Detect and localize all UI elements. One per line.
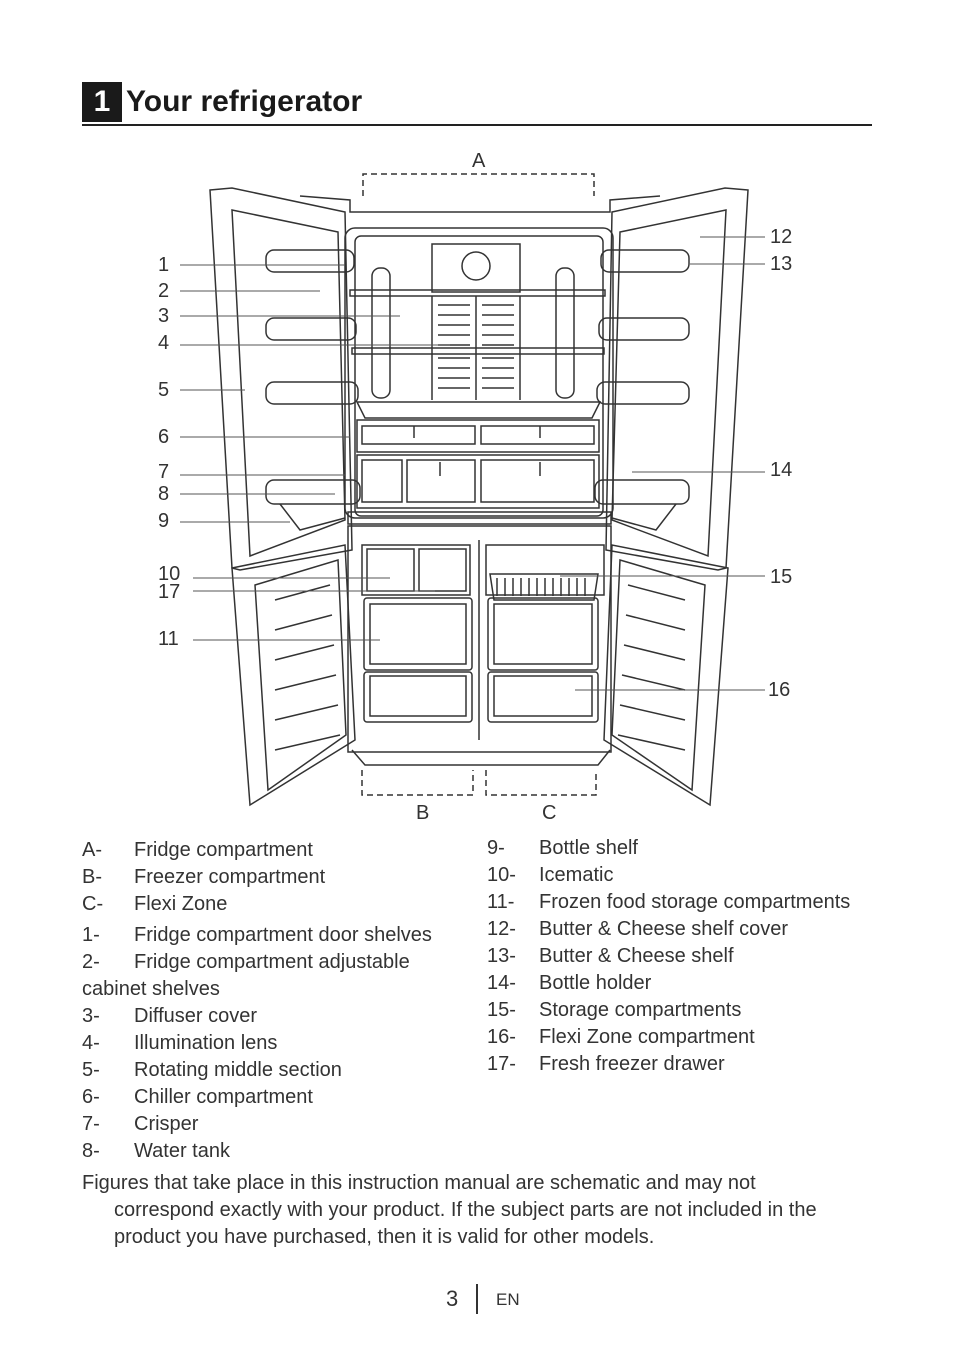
- callout-8: 8: [158, 483, 169, 505]
- legend-item: 16-Flexi Zone compartment: [487, 1026, 755, 1048]
- legend-item: 13-Butter & Cheese shelf: [487, 945, 734, 967]
- legend-item: 6-Chiller compartment: [82, 1086, 313, 1108]
- legend-item: 7-Crisper: [82, 1113, 199, 1135]
- label-b: B: [416, 802, 429, 824]
- callout-10: 10: [158, 563, 180, 585]
- legend-item: 15-Storage compartments: [487, 999, 742, 1021]
- callout-3: 3: [158, 305, 169, 327]
- page-footer: 3 EN: [0, 1284, 954, 1314]
- legend-item: 3-Diffuser cover: [82, 1005, 258, 1027]
- legend-item: 11-Frozen food storage compartments: [487, 891, 851, 913]
- note-line: Figures that take place in this instruct…: [82, 1172, 756, 1194]
- legend-item: A-Fridge compartment: [82, 839, 313, 861]
- legend-item-continued: cabinet shelves: [82, 978, 220, 1000]
- refrigerator-diagram: A B C 1 2 3 4 5 6 7 8 9 10 17 11 12 13 1…: [158, 150, 792, 824]
- note-line: product you have purchased, then it is v…: [114, 1226, 655, 1248]
- callout-2: 2: [158, 280, 169, 302]
- callout-12: 12: [770, 226, 792, 248]
- legend-item: 2-Fridge compartment adjustable: [82, 951, 410, 973]
- page-title: Your refrigerator: [126, 85, 363, 118]
- label-a: A: [472, 150, 486, 172]
- callout-5: 5: [158, 379, 169, 401]
- callout-7: 7: [158, 461, 169, 483]
- label-c: C: [542, 802, 556, 824]
- disclaimer-note: Figures that take place in this instruct…: [82, 1170, 872, 1251]
- page-number: 3: [446, 1286, 459, 1311]
- legend-item: 4-Illumination lens: [82, 1032, 278, 1054]
- legend-item: 8-Water tank: [82, 1140, 230, 1162]
- callout-13: 13: [770, 253, 792, 275]
- legend-item: 9-Bottle shelf: [487, 837, 638, 859]
- callout-6: 6: [158, 426, 169, 448]
- footer-divider: [476, 1284, 478, 1314]
- legend-item: 12-Butter & Cheese shelf cover: [487, 918, 789, 940]
- callout-1: 1: [158, 254, 169, 276]
- language-code: EN: [496, 1290, 520, 1309]
- callout-15: 15: [770, 566, 792, 588]
- legend-item: 1-Fridge compartment door shelves: [82, 924, 432, 946]
- legend-item: 14-Bottle holder: [487, 972, 652, 994]
- callout-11: 11: [158, 628, 179, 650]
- callout-16: 16: [768, 679, 790, 701]
- legend-left: A-Fridge compartment B-Freezer compartme…: [82, 837, 432, 1165]
- legend-item: 5-Rotating middle section: [82, 1059, 342, 1081]
- section-heading: 1 Your refrigerator: [82, 82, 872, 126]
- legend-right: 9-Bottle shelf 10-Icematic 11-Frozen foo…: [487, 835, 850, 1078]
- legend-item: 17-Fresh freezer drawer: [487, 1053, 725, 1075]
- legend-item: B-Freezer compartment: [82, 866, 326, 888]
- note-line: correspond exactly with your product. If…: [114, 1199, 817, 1221]
- callout-4: 4: [158, 332, 169, 354]
- callout-9: 9: [158, 510, 169, 532]
- section-number: 1: [82, 82, 122, 122]
- legend-item: C-Flexi Zone: [82, 893, 228, 915]
- legend-item: 10-Icematic: [487, 864, 614, 886]
- callout-14: 14: [770, 459, 792, 481]
- callout-17: 17: [158, 581, 180, 603]
